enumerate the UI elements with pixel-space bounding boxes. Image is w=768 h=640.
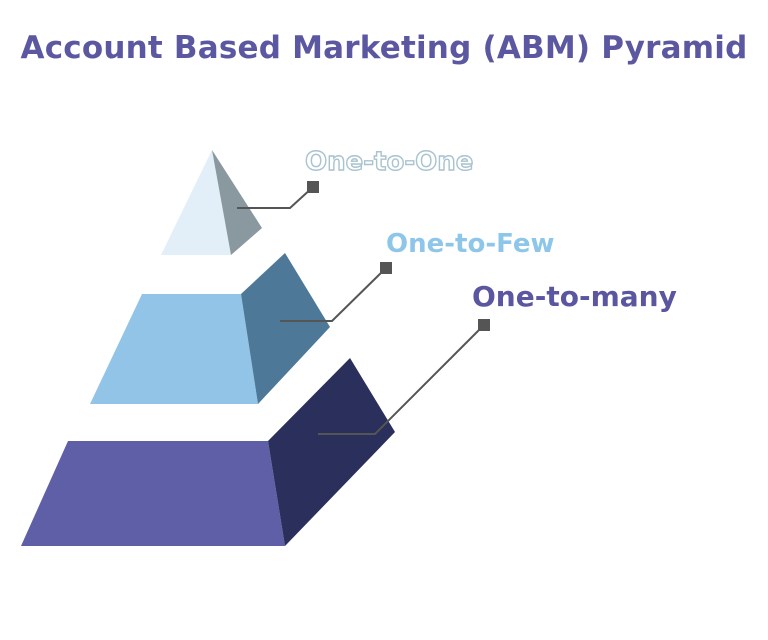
connector-one-to-one bbox=[237, 181, 319, 209]
tier-one-to-one-side-face bbox=[212, 150, 262, 255]
connector-one-to-many-marker bbox=[478, 319, 490, 331]
connector-one-to-few bbox=[280, 262, 392, 322]
connector-one-to-one-marker bbox=[307, 181, 319, 193]
tier-one-to-many bbox=[21, 358, 395, 546]
tier-one-to-many-side-face bbox=[268, 358, 395, 546]
page-title: Account Based Marketing (ABM) Pyramid bbox=[20, 30, 748, 66]
tier-one-to-few-front-face bbox=[90, 294, 258, 404]
tier-one-to-one bbox=[161, 150, 262, 255]
connector-one-to-many bbox=[318, 319, 490, 435]
tier-label-one-to-one: One-to-One bbox=[305, 147, 473, 177]
tier-one-to-one-front-face bbox=[161, 150, 231, 255]
connector-one-to-few-marker bbox=[380, 262, 392, 274]
tier-one-to-many-front-face bbox=[21, 441, 285, 546]
tier-one-to-few-side-face bbox=[241, 253, 330, 404]
tier-label-one-to-many: One-to-many bbox=[472, 280, 677, 313]
tier-label-one-to-few: One-to-Few bbox=[386, 229, 554, 259]
tier-one-to-few bbox=[90, 253, 330, 404]
